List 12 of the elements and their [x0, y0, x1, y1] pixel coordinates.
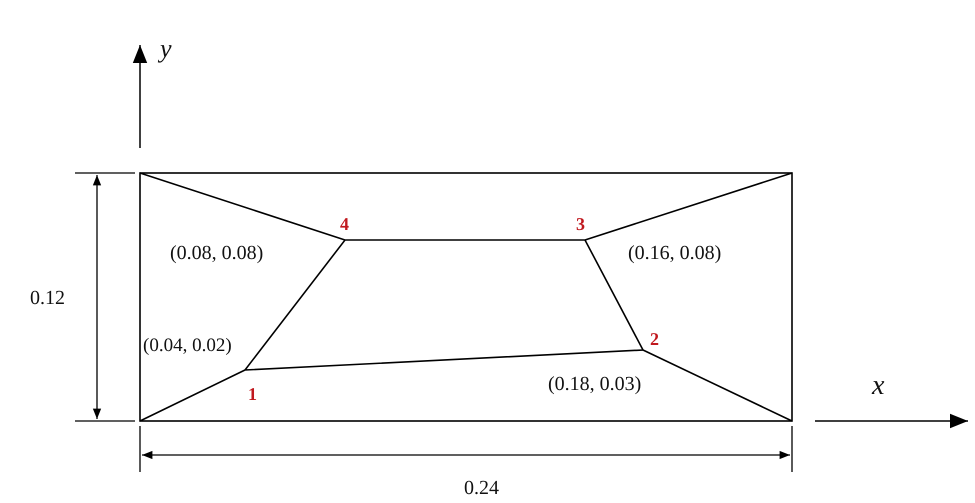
axis-label: y [160, 36, 172, 62]
dimension-label: 0.24 [464, 478, 499, 498]
dimension-label: 0.12 [30, 288, 65, 308]
axis-label: x [872, 372, 884, 400]
coordinate-label: (0.16, 0.08) [628, 243, 722, 263]
coordinate-label: (0.08, 0.08) [170, 243, 264, 263]
vertex-number: 4 [340, 215, 349, 233]
vertex-number: 2 [650, 330, 659, 348]
coordinate-label: (0.18, 0.03) [548, 374, 642, 394]
coordinate-label: (0.04, 0.02) [143, 336, 232, 355]
vertex-number: 1 [248, 385, 257, 403]
vertex-number: 3 [576, 215, 585, 233]
